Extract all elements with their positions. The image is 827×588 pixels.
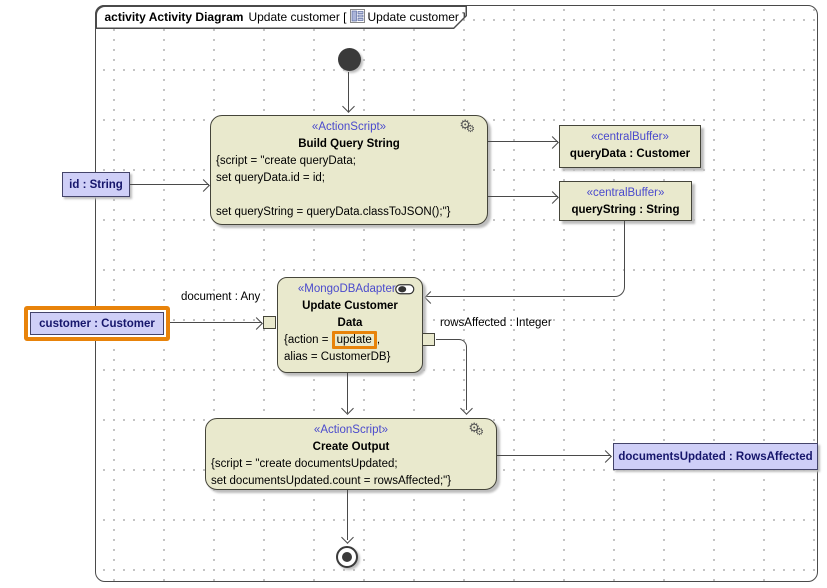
output-pin-rowsaffected[interactable] <box>422 333 435 346</box>
action-update-customer-data[interactable]: «MongoDBAdapter» Update Customer Data {a… <box>277 277 423 373</box>
activity-final-node[interactable] <box>336 546 358 568</box>
adapter-capsule-icon <box>395 284 415 298</box>
param-customer[interactable]: customer : Customer <box>30 312 164 335</box>
edge-querystring-to-update[interactable] <box>425 221 625 297</box>
stereotype-label: «MongoDBAdapter» <box>297 283 403 295</box>
script-line: {script = "create queryData; <box>216 155 356 167</box>
param-id-string[interactable]: id : String <box>62 172 130 197</box>
frame-title-diagram-ref: Update customer ] <box>367 10 466 24</box>
alias-property-line: alias = CustomerDB} <box>284 351 391 363</box>
action-name: Create Output <box>312 441 390 453</box>
input-pin-document[interactable] <box>263 316 276 329</box>
stereotype-label: «ActionScript» <box>311 121 387 133</box>
stereotype-label: «centralBuffer» <box>586 187 665 199</box>
action-property-line: {action = update, <box>278 331 422 349</box>
stereotype-label: «ActionScript» <box>313 424 389 436</box>
edge-initial-to-build[interactable] <box>348 72 349 112</box>
frame-title-name: Update customer [ <box>248 10 347 24</box>
selection-highlight: customer : Customer <box>24 306 170 341</box>
script-line: {script = "create documentsUpdated; <box>211 458 398 470</box>
script-line: set documentsUpdated.count = rowsAffecte… <box>211 475 452 487</box>
action-name: Update Customer Data <box>302 300 398 329</box>
buffer-name: queryData : Customer <box>569 148 691 160</box>
property-suffix: , <box>376 334 381 346</box>
edge-customer-to-update[interactable] <box>170 322 262 323</box>
param-name: id : String <box>69 178 123 191</box>
activity-diagram-icon <box>350 9 365 26</box>
param-documentsupdated[interactable]: documentsUpdated : RowsAffected <box>613 443 818 470</box>
frame-title-kind: activity Activity Diagram <box>104 10 244 24</box>
script-line: set queryString = queryData.classToJSON(… <box>216 206 451 218</box>
edge-create-to-documentsupdated[interactable] <box>497 455 611 456</box>
stereotype-label: «centralBuffer» <box>591 131 669 143</box>
edge-create-to-final[interactable] <box>347 490 348 540</box>
frame-title-tab[interactable]: activity Activity Diagram Update custome… <box>95 5 467 29</box>
edge-id-to-build[interactable] <box>130 184 209 185</box>
param-name: customer : Customer <box>39 317 155 330</box>
final-node-dot <box>342 552 352 562</box>
buffer-querydata[interactable]: «centralBuffer» queryData : Customer <box>559 125 701 168</box>
edge-build-to-querystring[interactable] <box>488 196 558 197</box>
initial-node[interactable] <box>338 48 361 71</box>
edge-label-rowsaffected[interactable]: rowsAffected : Integer <box>440 317 552 329</box>
script-gears-icon: ⚙⚙ <box>468 420 484 438</box>
script-gears-icon: ⚙⚙ <box>459 117 475 135</box>
script-line <box>211 187 487 204</box>
action-create-output[interactable]: ⚙⚙ «ActionScript» Create Output {script … <box>205 418 497 490</box>
edge-update-to-create[interactable] <box>347 373 348 413</box>
highlighted-value[interactable]: update <box>331 331 377 349</box>
action-name: Build Query String <box>298 138 400 150</box>
script-line: set queryData.id = id; <box>216 172 325 184</box>
buffer-name: queryString : String <box>571 204 680 216</box>
action-build-query-string[interactable]: ⚙⚙ «ActionScript» Build Query String {sc… <box>210 115 488 225</box>
edge-rowsaffected-to-create[interactable] <box>436 339 467 410</box>
property-prefix: {action = <box>284 334 332 346</box>
buffer-querystring[interactable]: «centralBuffer» queryString : String <box>559 181 692 221</box>
param-name: documentsUpdated : RowsAffected <box>618 450 813 463</box>
edge-build-to-querydata[interactable] <box>488 141 558 142</box>
edge-label-document-any[interactable]: document : Any <box>181 291 261 303</box>
